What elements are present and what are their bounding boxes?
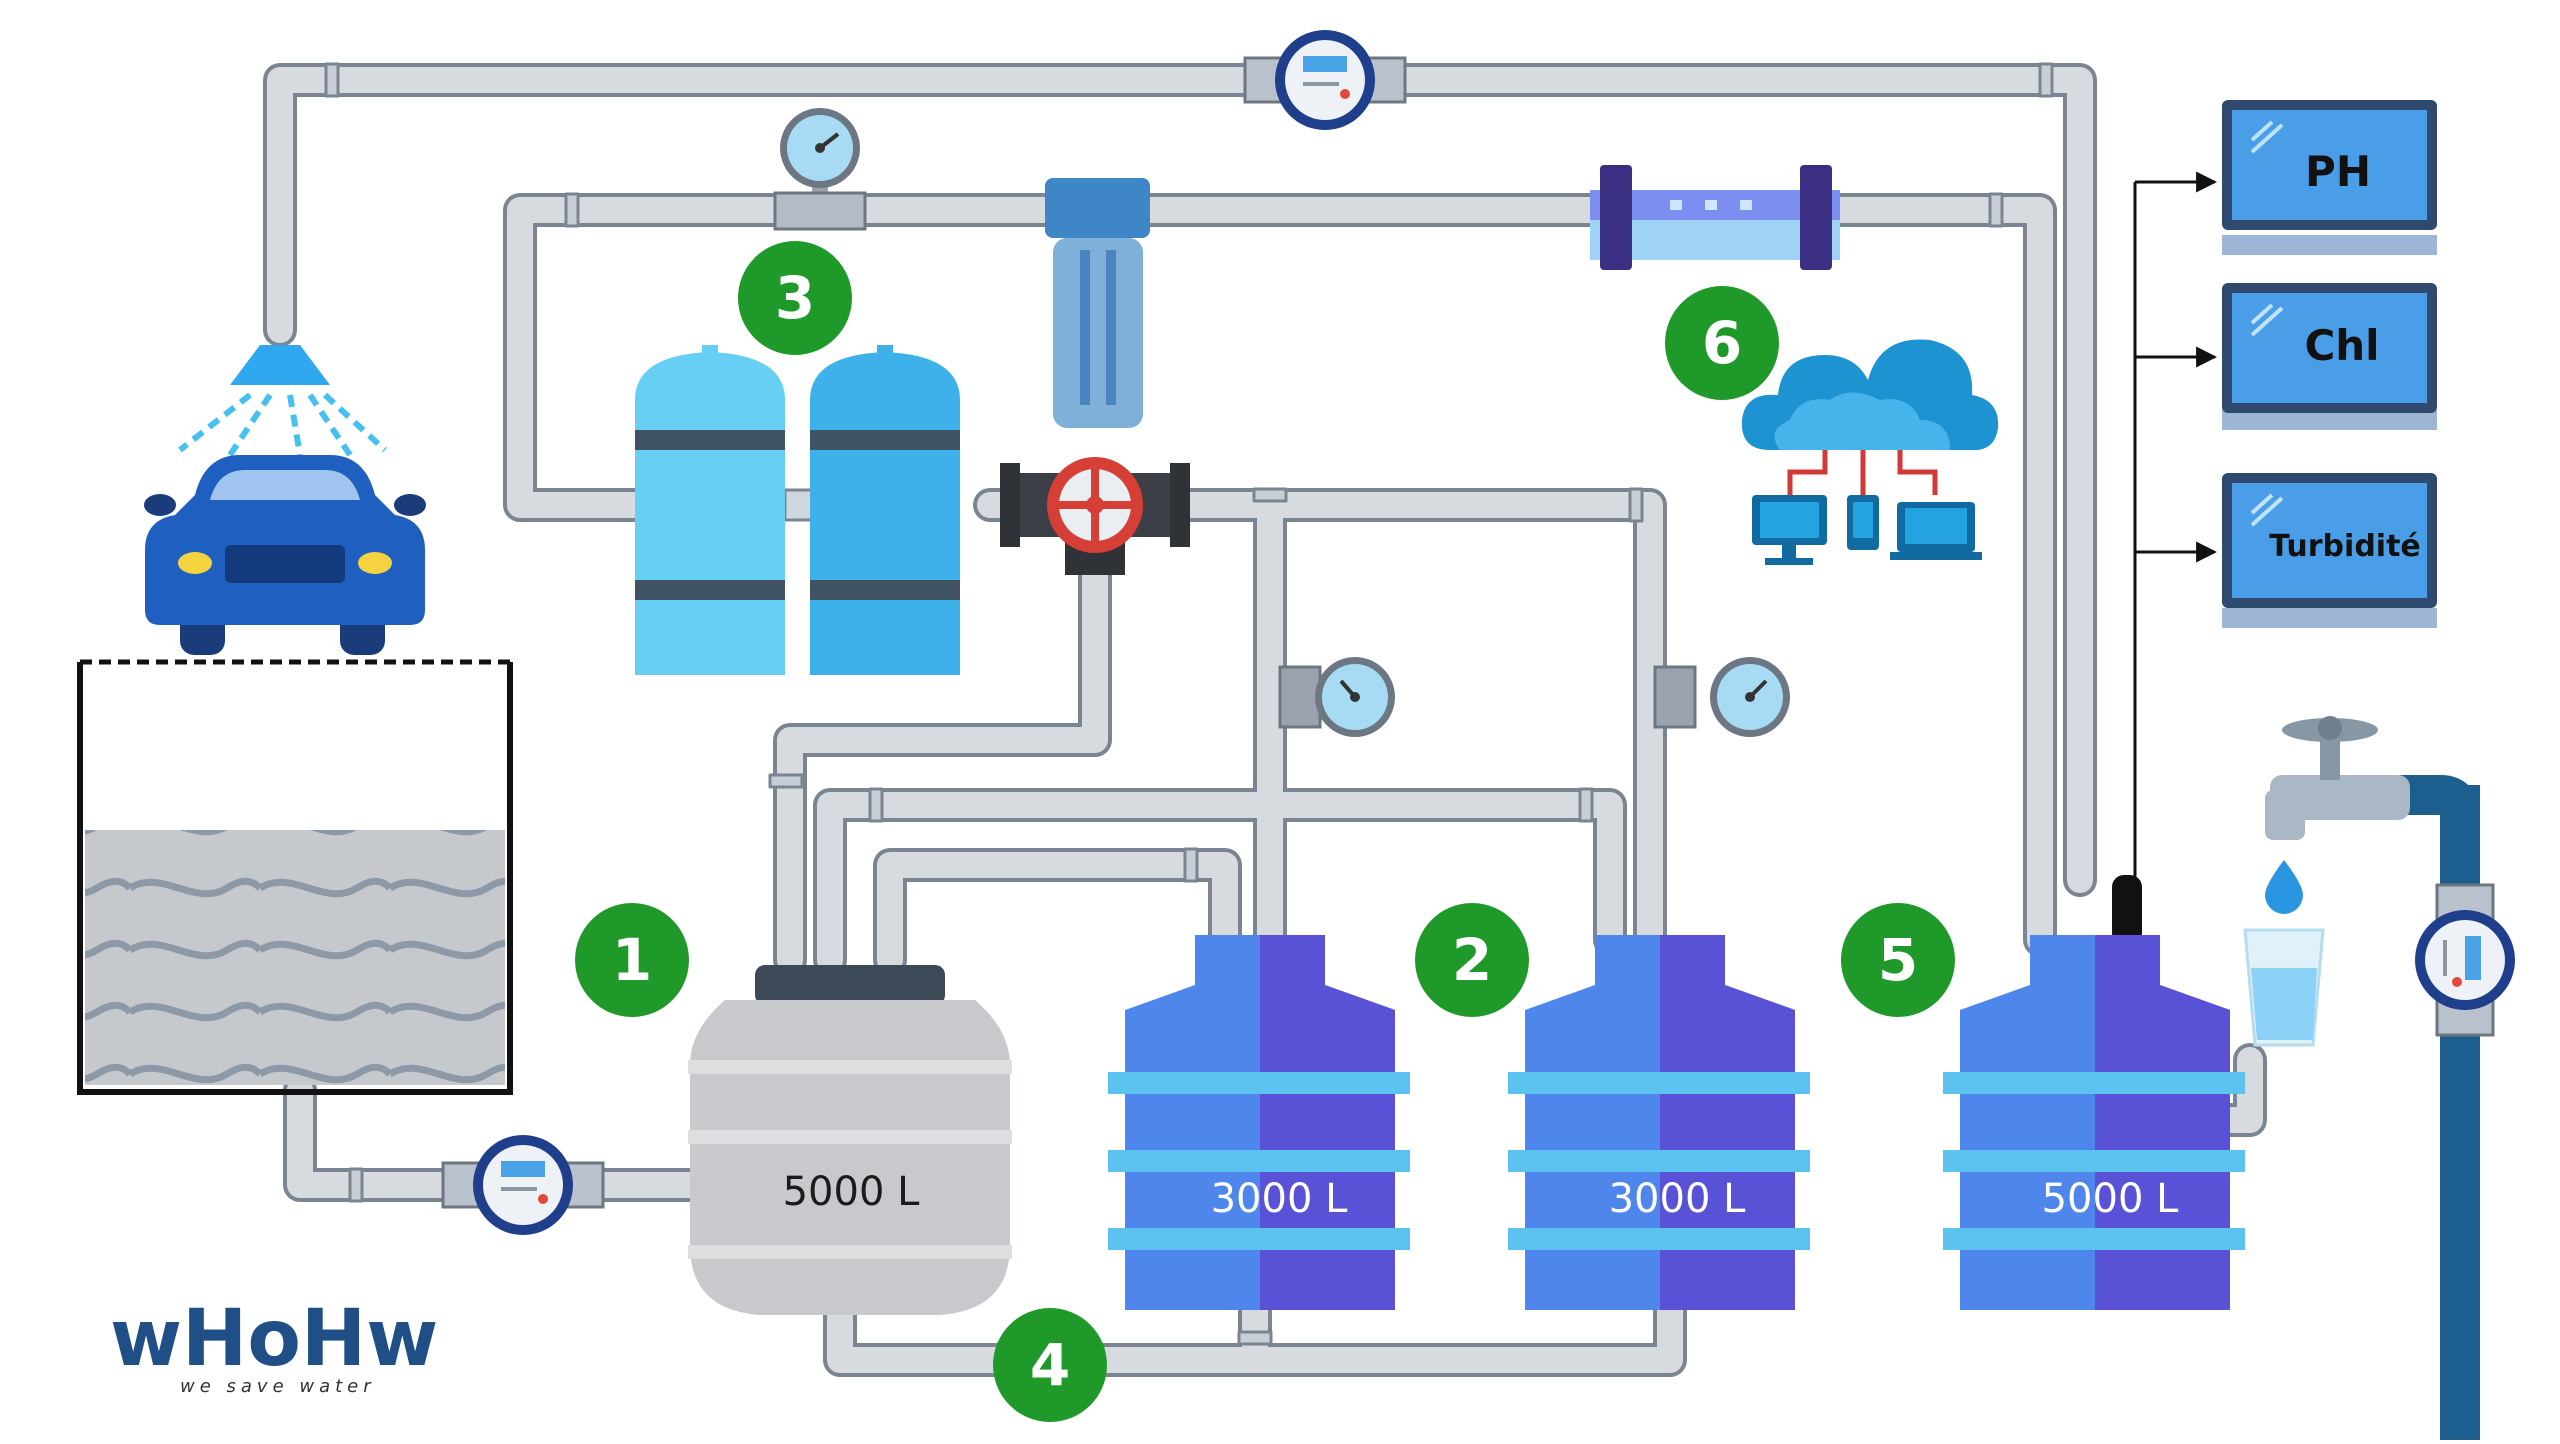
svg-text:6: 6 [1702, 309, 1742, 377]
svg-text:1: 1 [612, 926, 652, 994]
flow-meter-bottom [441, 1135, 605, 1235]
treated-tank-b-label: 3000 L [1609, 1176, 1747, 1222]
storage-tank: 5000 L [1943, 875, 2245, 1310]
cloud-network-icon [1741, 339, 1999, 565]
water-glass-icon [2243, 928, 2325, 1047]
collector-tank: 5000 L [688, 965, 1012, 1315]
step-badge-1: 1 [575, 903, 689, 1017]
treated-tank-b: 3000 L [1508, 935, 1810, 1310]
cartridge-filter [1045, 178, 1150, 428]
collector-tank-label: 5000 L [783, 1169, 921, 1215]
flow-meter-main [2415, 883, 2515, 1037]
pipe-network [263, 62, 2267, 1377]
pressure-gauge-right [1653, 657, 1790, 737]
logo-wordmark: wHoHw [110, 1294, 438, 1384]
wash-basin [77, 659, 513, 1095]
brand-logo: wHoHw we save water [110, 1294, 438, 1397]
step-badge-6: 6 [1665, 286, 1779, 400]
pressure-gauge-left [1278, 657, 1395, 737]
car-icon [144, 455, 426, 655]
svg-text:5: 5 [1878, 926, 1918, 994]
step-badge-2: 2 [1415, 903, 1529, 1017]
pressure-gauge-top [773, 108, 867, 231]
monitor-turbidity-label: Turbidité [2269, 529, 2421, 564]
logo-tagline: we save water [180, 1376, 376, 1397]
monitor-turbidity: Turbidité [2222, 473, 2437, 628]
svg-text:3: 3 [775, 264, 815, 332]
step-badge-4: 4 [993, 1308, 1107, 1422]
pressure-filter-vessels [635, 345, 960, 675]
monitor-chlorine-label: Chl [2304, 321, 2379, 370]
water-drop-icon [2265, 860, 2303, 914]
monitor-chlorine: Chl [2222, 283, 2437, 430]
flow-meter-top [1243, 30, 1407, 130]
svg-text:4: 4 [1030, 1331, 1070, 1399]
step-badge-5: 5 [1841, 903, 1955, 1017]
monitor-ph: PH [2222, 100, 2437, 255]
sensor-arrows [2133, 171, 2218, 880]
step-badge-3: 3 [738, 241, 852, 355]
car-wash-spray [178, 345, 388, 457]
treated-tank-a-label: 3000 L [1211, 1176, 1349, 1222]
storage-tank-label: 5000 L [2042, 1176, 2180, 1222]
treated-tank-a: 3000 L [1108, 935, 1410, 1310]
valve [1000, 457, 1190, 575]
monitor-ph-label: PH [2305, 147, 2371, 196]
water-faucet [2265, 716, 2480, 1440]
uv-sterilizer [1590, 165, 1840, 270]
svg-text:2: 2 [1452, 926, 1492, 994]
